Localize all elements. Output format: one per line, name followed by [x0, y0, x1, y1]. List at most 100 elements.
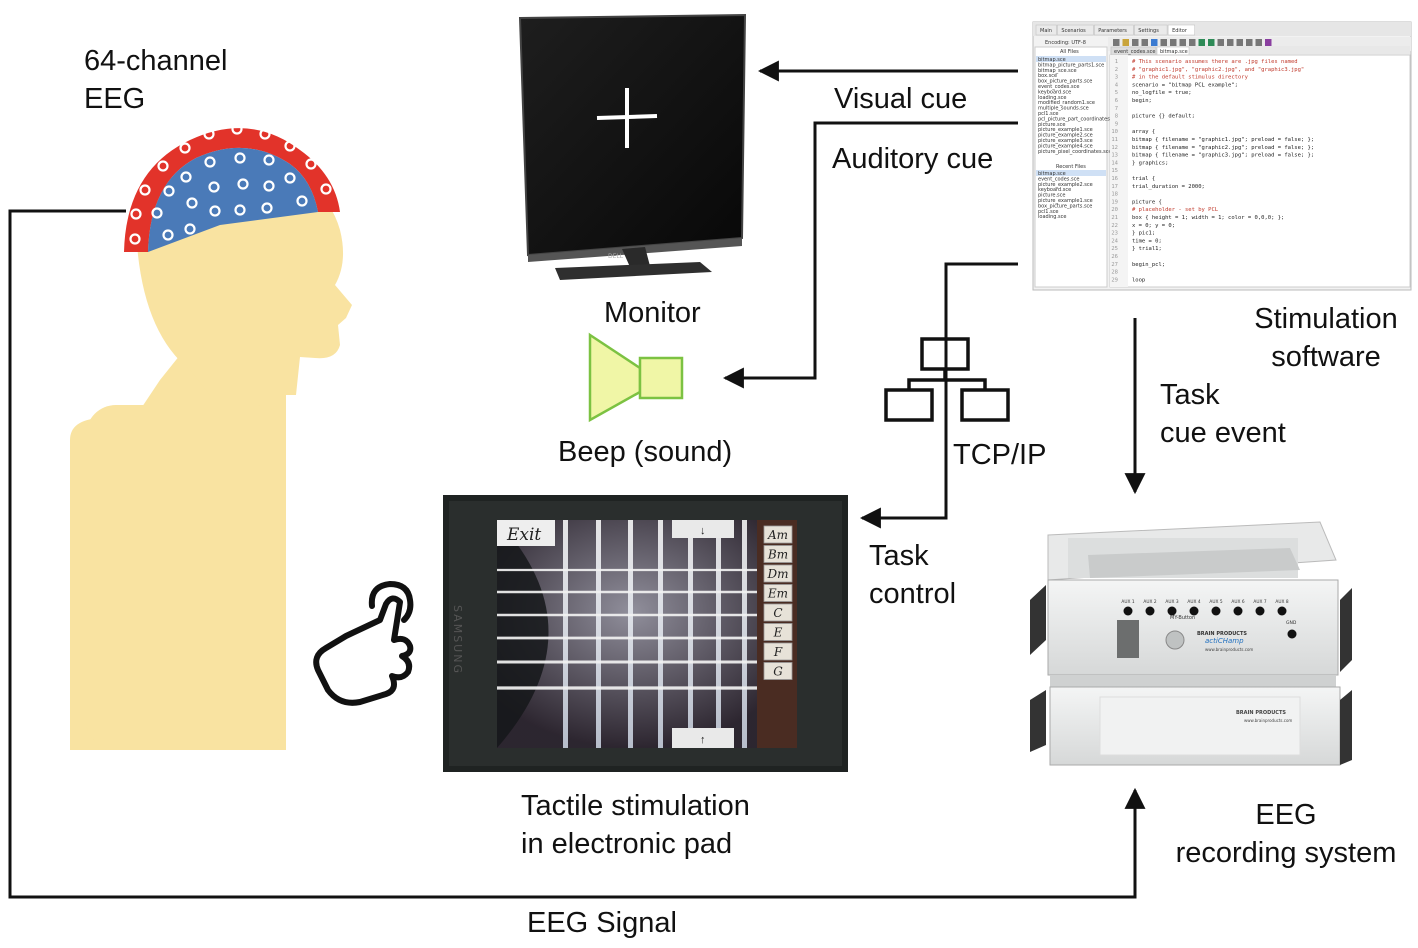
toolbar-icon[interactable] — [1236, 39, 1244, 46]
stimulation-software-label: Stimulation software — [1254, 303, 1398, 373]
pad-scroll-down-icon[interactable]: ↑ — [700, 734, 706, 746]
chord-button[interactable] — [763, 623, 793, 641]
recent-file-item[interactable]: keyboard.sce — [1038, 187, 1071, 193]
software-tab-label: Editor — [1172, 28, 1188, 34]
file-list-item[interactable]: picture_example1.sce — [1038, 127, 1093, 133]
file-list-item[interactable]: picture.sce — [1038, 122, 1065, 128]
pad-scroll-up-icon[interactable]: ↓ — [700, 525, 706, 537]
toolbar-icon[interactable] — [1208, 39, 1215, 46]
amp-port-socket[interactable] — [1277, 606, 1287, 616]
toolbar-icon[interactable] — [1227, 39, 1234, 46]
chord-label: Bm — [767, 548, 788, 562]
code-line-number: 12 — [1111, 145, 1118, 151]
software-tab[interactable] — [1035, 24, 1057, 36]
eeg-signal-label: EEG Signal — [527, 907, 677, 939]
file-list-item[interactable]: picture_example4.sce — [1038, 143, 1093, 149]
chord-button[interactable] — [763, 642, 793, 661]
toolbar-icon[interactable] — [1255, 39, 1263, 46]
file-list-item[interactable]: pcl_picture_part_coordinates.sce — [1038, 116, 1120, 122]
code-line-number: 5 — [1115, 90, 1118, 96]
recent-file-item[interactable]: bitmap.sce — [1038, 171, 1066, 177]
code-line-number: 2 — [1115, 67, 1118, 73]
pad-exit-button[interactable]: Exit — [506, 525, 541, 545]
toolbar-icon[interactable] — [1179, 39, 1187, 46]
recent-file-item[interactable]: picture.sce — [1038, 193, 1065, 199]
toolbar-icon[interactable] — [1151, 39, 1158, 46]
file-list-item[interactable]: box.sce — [1038, 73, 1057, 79]
file-tab-label: bitmap.sce — [1160, 49, 1188, 55]
file-list-item[interactable]: bitmap_picture_parts1.sce — [1038, 62, 1104, 68]
guitar-fret — [563, 520, 568, 748]
recent-file-item[interactable]: pcl1.sce — [1038, 209, 1059, 215]
file-list-item[interactable]: picture_example3.sce — [1038, 138, 1093, 144]
recent-file-item[interactable]: picture_example1.sce — [1038, 198, 1093, 204]
chord-button[interactable] — [763, 603, 793, 622]
software-tab-label: Scenarios — [1061, 28, 1086, 34]
code-line-number: 9 — [1115, 121, 1118, 127]
file-list-item[interactable]: loading.sce — [1038, 95, 1066, 101]
chord-button[interactable] — [763, 584, 793, 602]
file-list-item[interactable]: pcl1.sce — [1038, 111, 1059, 117]
file-list-item[interactable]: picture_example2.sce — [1038, 133, 1093, 139]
code-line-number: 7 — [1115, 106, 1118, 112]
amp-port-socket[interactable] — [1189, 606, 1199, 616]
amp-gnd-label: GND — [1286, 620, 1297, 626]
chord-label: Em — [767, 587, 788, 601]
chord-label: F — [773, 645, 783, 659]
tcp-ip-label: TCP/IP — [953, 439, 1047, 471]
recent-file-item[interactable]: event_codes.sce — [1038, 176, 1079, 182]
file-list-item[interactable]: bitmap.sce — [1038, 57, 1066, 63]
toolbar-icon[interactable] — [1189, 39, 1196, 46]
file-list-item[interactable]: keyboard.sce — [1038, 89, 1071, 95]
toolbar-icon[interactable] — [1170, 39, 1177, 46]
code-line: picture {} default; — [1132, 114, 1195, 120]
toolbar-icon[interactable] — [1141, 39, 1149, 46]
amp-port-socket[interactable] — [1145, 606, 1155, 616]
file-list-item[interactable]: event_codes.sce — [1038, 84, 1079, 90]
chord-button[interactable] — [763, 525, 793, 544]
chord-button[interactable] — [763, 564, 793, 583]
file-list-item[interactable]: bitmap_sce.sce — [1038, 68, 1077, 74]
guitar-fret — [658, 520, 663, 748]
software-tab[interactable] — [1134, 24, 1168, 36]
pad-brand: SAMSUNG — [451, 605, 464, 675]
toolbar-icon[interactable] — [1160, 39, 1168, 46]
software-tab[interactable] — [1167, 24, 1195, 36]
amp-port-socket[interactable] — [1255, 606, 1265, 616]
file-list-item[interactable]: box_picture_parts.sce — [1038, 79, 1092, 85]
amp-port-socket[interactable] — [1211, 606, 1221, 616]
software-tab[interactable] — [1057, 24, 1094, 36]
file-list-item[interactable]: modified_random1.sce — [1038, 100, 1095, 106]
toolbar-icon[interactable] — [1217, 39, 1225, 46]
person-silhouette — [70, 164, 352, 750]
toolbar-icon[interactable] — [1246, 39, 1253, 46]
amp-port-socket[interactable] — [1167, 606, 1177, 616]
monitor-brand: DELL — [608, 253, 624, 260]
chord-label: Dm — [767, 567, 789, 581]
recent-file-item[interactable]: loading.sce — [1038, 214, 1066, 220]
file-list-item[interactable]: multiple_sounds.sce — [1038, 106, 1089, 112]
toolbar-icon[interactable] — [1198, 39, 1206, 46]
recent-file-item[interactable]: box_picture_parts.sce — [1038, 203, 1092, 209]
software-tab[interactable] — [1094, 24, 1134, 36]
toolbar-icon[interactable] — [1122, 39, 1130, 46]
amp-port-socket[interactable] — [1233, 606, 1243, 616]
amp-port-socket[interactable] — [1123, 606, 1133, 616]
code-line-number: 6 — [1115, 98, 1118, 104]
toolbar-icon[interactable] — [1132, 39, 1139, 46]
code-line-number: 17 — [1111, 184, 1118, 190]
toolbar-icon[interactable] — [1113, 39, 1120, 46]
toolbar-icon[interactable] — [1265, 39, 1272, 46]
software-tab-label: Main — [1040, 28, 1052, 34]
recent-file-item[interactable]: picture_example2.sce — [1038, 182, 1093, 188]
code-line: begin; — [1132, 98, 1152, 104]
chord-label: G — [773, 665, 783, 679]
file-list-item[interactable]: picture_pixel_coordinates.sce — [1038, 149, 1112, 155]
chord-button[interactable] — [763, 545, 793, 563]
recent-files-header: Recent Files — [1056, 164, 1086, 170]
chord-button[interactable] — [763, 662, 793, 680]
tactile-stimulation-label: Tactile stimulation in electronic pad — [521, 790, 750, 860]
